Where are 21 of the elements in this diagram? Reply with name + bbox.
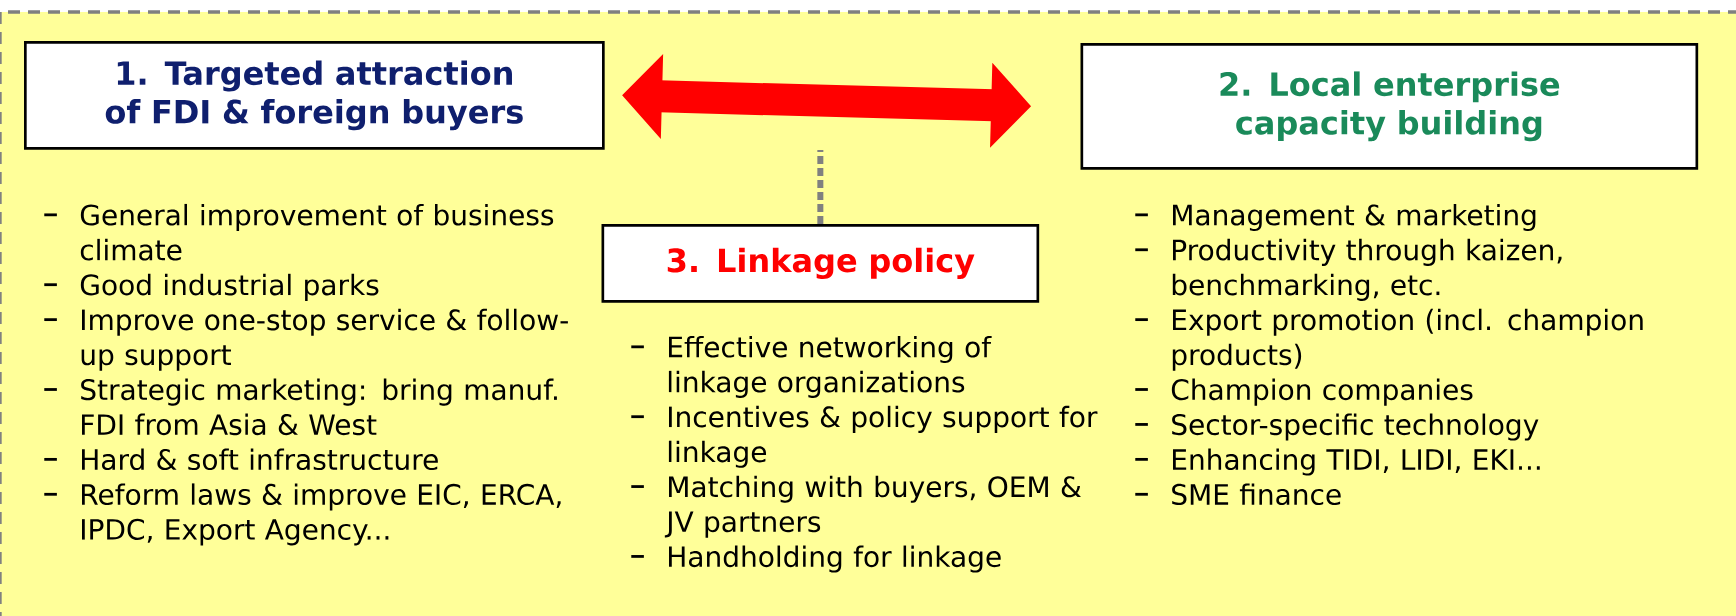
list-item: SME finance: [1135, 483, 1341, 506]
list-item: Reform laws & improve EIC, ERCA, IPDC, Export Agency...: [44, 483, 561, 546]
list-item: Good industrial parks: [44, 273, 379, 301]
list-item: Effective networking of linkage organizations: [631, 335, 992, 398]
list-item: Strategic marketing: bring manuf. FDI from Asia & West: [44, 378, 557, 436]
list-item: Sector-specific technology: [1135, 413, 1539, 441]
list-item: Productivity through kaizen, benchmarking, etc.: [1135, 238, 1562, 301]
title-box: 2. Local enterprise capacity building: [1080, 43, 1699, 170]
list-item: Champion companies: [1135, 378, 1473, 406]
list-item: Matching with buyers, OEM & JV partners: [631, 475, 1081, 538]
list-item: Enhancing TIDI, LIDI, EKI...: [1135, 448, 1540, 476]
list-item: Hard & soft infrastructure: [44, 448, 438, 471]
title-box: 3. Linkage policy: [601, 224, 1040, 303]
list-item: Handholding for linkage: [631, 545, 1001, 573]
list-item: Improve one-stop service & follow-up support: [44, 308, 568, 371]
title-box: 1. Targeted attraction of FDI & foreign buyers: [24, 41, 605, 150]
list-item: Management & marketing: [1135, 203, 1536, 232]
list-item: Export promotion (incl. champion products): [1135, 308, 1643, 371]
list-item: General improvement of business climate: [44, 203, 554, 261]
list-item: Incentives & policy support for linkage: [631, 405, 1098, 468]
connector-line: [817, 150, 824, 224]
